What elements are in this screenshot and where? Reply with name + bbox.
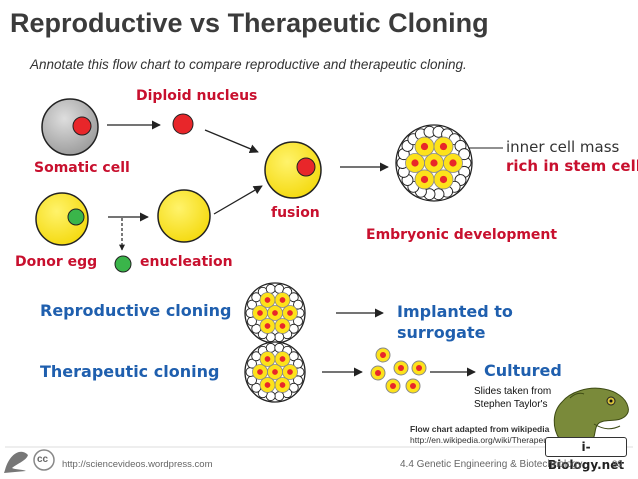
- label-donor-egg: Donor egg: [15, 254, 98, 270]
- slides-credit: Slides taken from Stephen Taylor's: [474, 385, 551, 411]
- flowchart-credit-line-2[interactable]: http://en.wikipedia.org/wiki/Therapeutic…: [410, 435, 550, 445]
- page-subtitle: Annotate this flow chart to compare repr…: [30, 57, 467, 72]
- label-reproductive-cloning: Reproductive cloning: [40, 301, 232, 320]
- implanted-line-1: Implanted to: [397, 302, 513, 321]
- blastocyst-reproductive: [244, 282, 306, 344]
- page-title: Reproductive vs Therapeutic Cloning: [10, 8, 489, 38]
- slides-credit-line-1: Slides taken from: [474, 386, 552, 397]
- label-rich-in-stem-cells: rich in stem cells: [506, 157, 638, 175]
- blastocyst-main: [395, 124, 473, 202]
- implanted-line-2: surrogate: [397, 323, 486, 342]
- donor-egg: [35, 192, 89, 246]
- label-enucleation: enucleation: [140, 254, 233, 270]
- slides-credit-line-2: Stephen Taylor's: [474, 399, 548, 410]
- flowchart-credit-line-1: Flow chart adapted from wikipedia: [410, 424, 550, 434]
- label-fusion: fusion: [271, 205, 320, 221]
- removed-nucleus-shape: [114, 255, 132, 273]
- blastocyst-therapeutic: [244, 341, 306, 403]
- label-cultured: Cultured: [484, 361, 562, 380]
- footer-topic: 4.4 Genetic Engineering & Biotechnology: [400, 459, 583, 470]
- lizard-mascot-icon: [553, 387, 629, 442]
- page-number: 39: [612, 459, 623, 470]
- enucleated-egg: [157, 189, 211, 243]
- label-embryonic-development: Embryonic development: [366, 227, 558, 243]
- diploid-nucleus-shape: [172, 113, 194, 135]
- label-implanted-to-surrogate: Implanted to surrogate: [397, 301, 513, 343]
- gecko-logo-icon: [4, 451, 28, 473]
- creative-commons-icon: [33, 449, 55, 471]
- footer-url[interactable]: http://sciencevideos.wordpress.com: [62, 459, 213, 470]
- somatic-cell: [41, 98, 99, 156]
- label-diploid-nucleus: Diploid nucleus: [136, 88, 258, 104]
- arrow-nucleus-to-fusion: [204, 129, 259, 154]
- label-therapeutic-cloning: Therapeutic cloning: [40, 362, 220, 381]
- scattered-stem-cells: [370, 347, 427, 394]
- label-somatic-cell: Somatic cell: [34, 160, 130, 176]
- arrow-enucleated-to-fusion: [213, 185, 263, 215]
- fusion-cell: [264, 141, 322, 199]
- label-inner-cell-mass: inner cell mass: [506, 138, 620, 156]
- cc-label: cc: [37, 454, 49, 465]
- flowchart-credit: Flow chart adapted from wikipedia http:/…: [410, 424, 550, 446]
- ibiology-badge[interactable]: i-Biology.net: [545, 437, 627, 472]
